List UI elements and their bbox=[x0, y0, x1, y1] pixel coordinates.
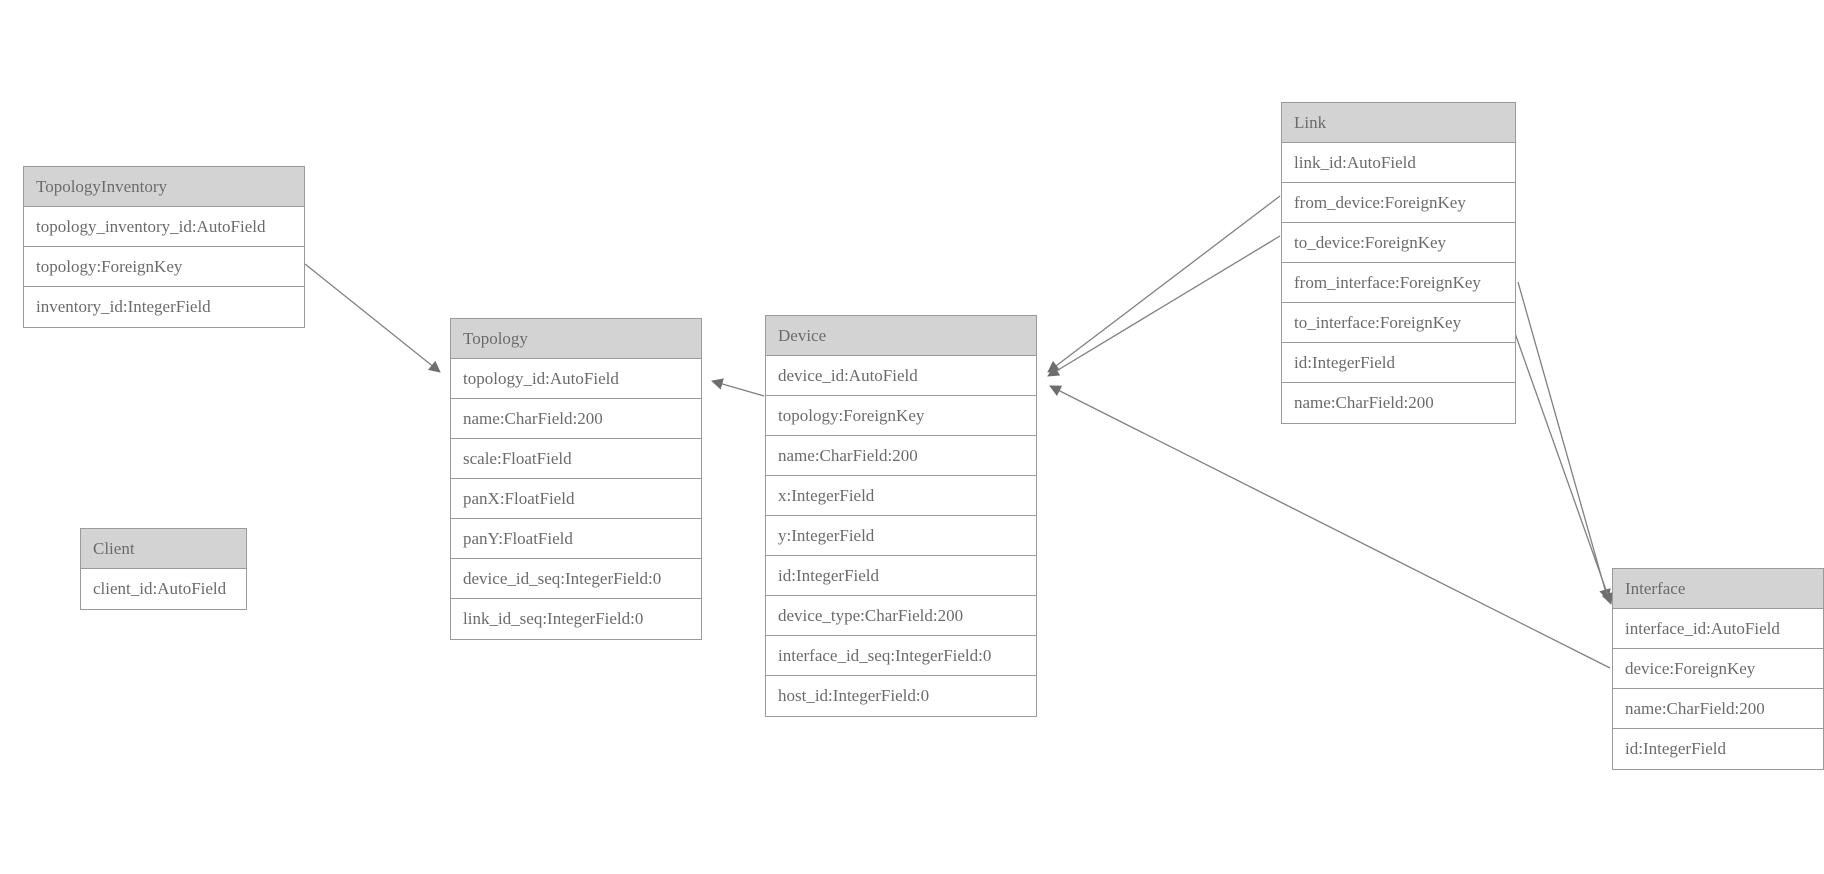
field-row[interactable]: to_interface:ForeignKey bbox=[1282, 303, 1515, 343]
field-row[interactable]: panX:FloatField bbox=[451, 479, 701, 519]
entity-field-list: device_id:AutoField topology:ForeignKey … bbox=[766, 356, 1036, 716]
entity-title-device: Device bbox=[766, 316, 1036, 356]
entity-device[interactable]: Device device_id:AutoField topology:Fore… bbox=[765, 315, 1037, 717]
edge-link-to-interface bbox=[1510, 321, 1613, 605]
field-row[interactable]: link_id:AutoField bbox=[1282, 143, 1515, 183]
field-row[interactable]: to_device:ForeignKey bbox=[1282, 223, 1515, 263]
field-row[interactable]: name:CharField:200 bbox=[766, 436, 1036, 476]
entity-link[interactable]: Link link_id:AutoField from_device:Forei… bbox=[1281, 102, 1516, 424]
entity-field-list: link_id:AutoField from_device:ForeignKey… bbox=[1282, 143, 1515, 423]
entity-title-client: Client bbox=[81, 529, 246, 569]
edge-link-from-interface bbox=[1517, 281, 1611, 601]
entity-interface[interactable]: Interface interface_id:AutoField device:… bbox=[1612, 568, 1824, 770]
field-row[interactable]: id:IntegerField bbox=[766, 556, 1036, 596]
field-row[interactable]: inventory_id:IntegerField bbox=[24, 287, 304, 327]
field-row[interactable]: topology:ForeignKey bbox=[24, 247, 304, 287]
edge-interface-device bbox=[1049, 385, 1611, 669]
field-row[interactable]: from_device:ForeignKey bbox=[1282, 183, 1515, 223]
field-row[interactable]: device_id_seq:IntegerField:0 bbox=[451, 559, 701, 599]
entity-field-list: topology_id:AutoField name:CharField:200… bbox=[451, 359, 701, 639]
edge-link-to-device bbox=[1047, 235, 1281, 377]
field-row[interactable]: id:IntegerField bbox=[1613, 729, 1823, 769]
edge-topologyinventory-topology bbox=[304, 263, 441, 373]
entity-title-interface: Interface bbox=[1613, 569, 1823, 609]
field-row[interactable]: host_id:IntegerField:0 bbox=[766, 676, 1036, 716]
field-row[interactable]: panY:FloatField bbox=[451, 519, 701, 559]
field-row[interactable]: link_id_seq:IntegerField:0 bbox=[451, 599, 701, 639]
entity-field-list: topology_inventory_id:AutoField topology… bbox=[24, 207, 304, 327]
field-row[interactable]: interface_id_seq:IntegerField:0 bbox=[766, 636, 1036, 676]
entity-topology-inventory[interactable]: TopologyInventory topology_inventory_id:… bbox=[23, 166, 305, 328]
entity-field-list: interface_id:AutoField device:ForeignKey… bbox=[1613, 609, 1823, 769]
field-row[interactable]: from_interface:ForeignKey bbox=[1282, 263, 1515, 303]
edge-device-topology bbox=[711, 378, 765, 397]
edge-link-from-device bbox=[1047, 195, 1281, 373]
field-row[interactable]: topology:ForeignKey bbox=[766, 396, 1036, 436]
field-row[interactable]: name:CharField:200 bbox=[1613, 689, 1823, 729]
field-row[interactable]: name:CharField:200 bbox=[451, 399, 701, 439]
field-row[interactable]: id:IntegerField bbox=[1282, 343, 1515, 383]
entity-title-topology-inventory: TopologyInventory bbox=[24, 167, 304, 207]
field-row[interactable]: scale:FloatField bbox=[451, 439, 701, 479]
entity-topology[interactable]: Topology topology_id:AutoField name:Char… bbox=[450, 318, 702, 640]
entity-title-topology: Topology bbox=[451, 319, 701, 359]
entity-title-link: Link bbox=[1282, 103, 1515, 143]
field-row[interactable]: y:IntegerField bbox=[766, 516, 1036, 556]
field-row[interactable]: interface_id:AutoField bbox=[1613, 609, 1823, 649]
field-row[interactable]: device_id:AutoField bbox=[766, 356, 1036, 396]
field-row[interactable]: name:CharField:200 bbox=[1282, 383, 1515, 423]
field-row[interactable]: client_id:AutoField bbox=[81, 569, 246, 609]
entity-field-list: client_id:AutoField bbox=[81, 569, 246, 609]
field-row[interactable]: topology_id:AutoField bbox=[451, 359, 701, 399]
entity-client[interactable]: Client client_id:AutoField bbox=[80, 528, 247, 610]
field-row[interactable]: device_type:CharField:200 bbox=[766, 596, 1036, 636]
field-row[interactable]: topology_inventory_id:AutoField bbox=[24, 207, 304, 247]
field-row[interactable]: x:IntegerField bbox=[766, 476, 1036, 516]
field-row[interactable]: device:ForeignKey bbox=[1613, 649, 1823, 689]
